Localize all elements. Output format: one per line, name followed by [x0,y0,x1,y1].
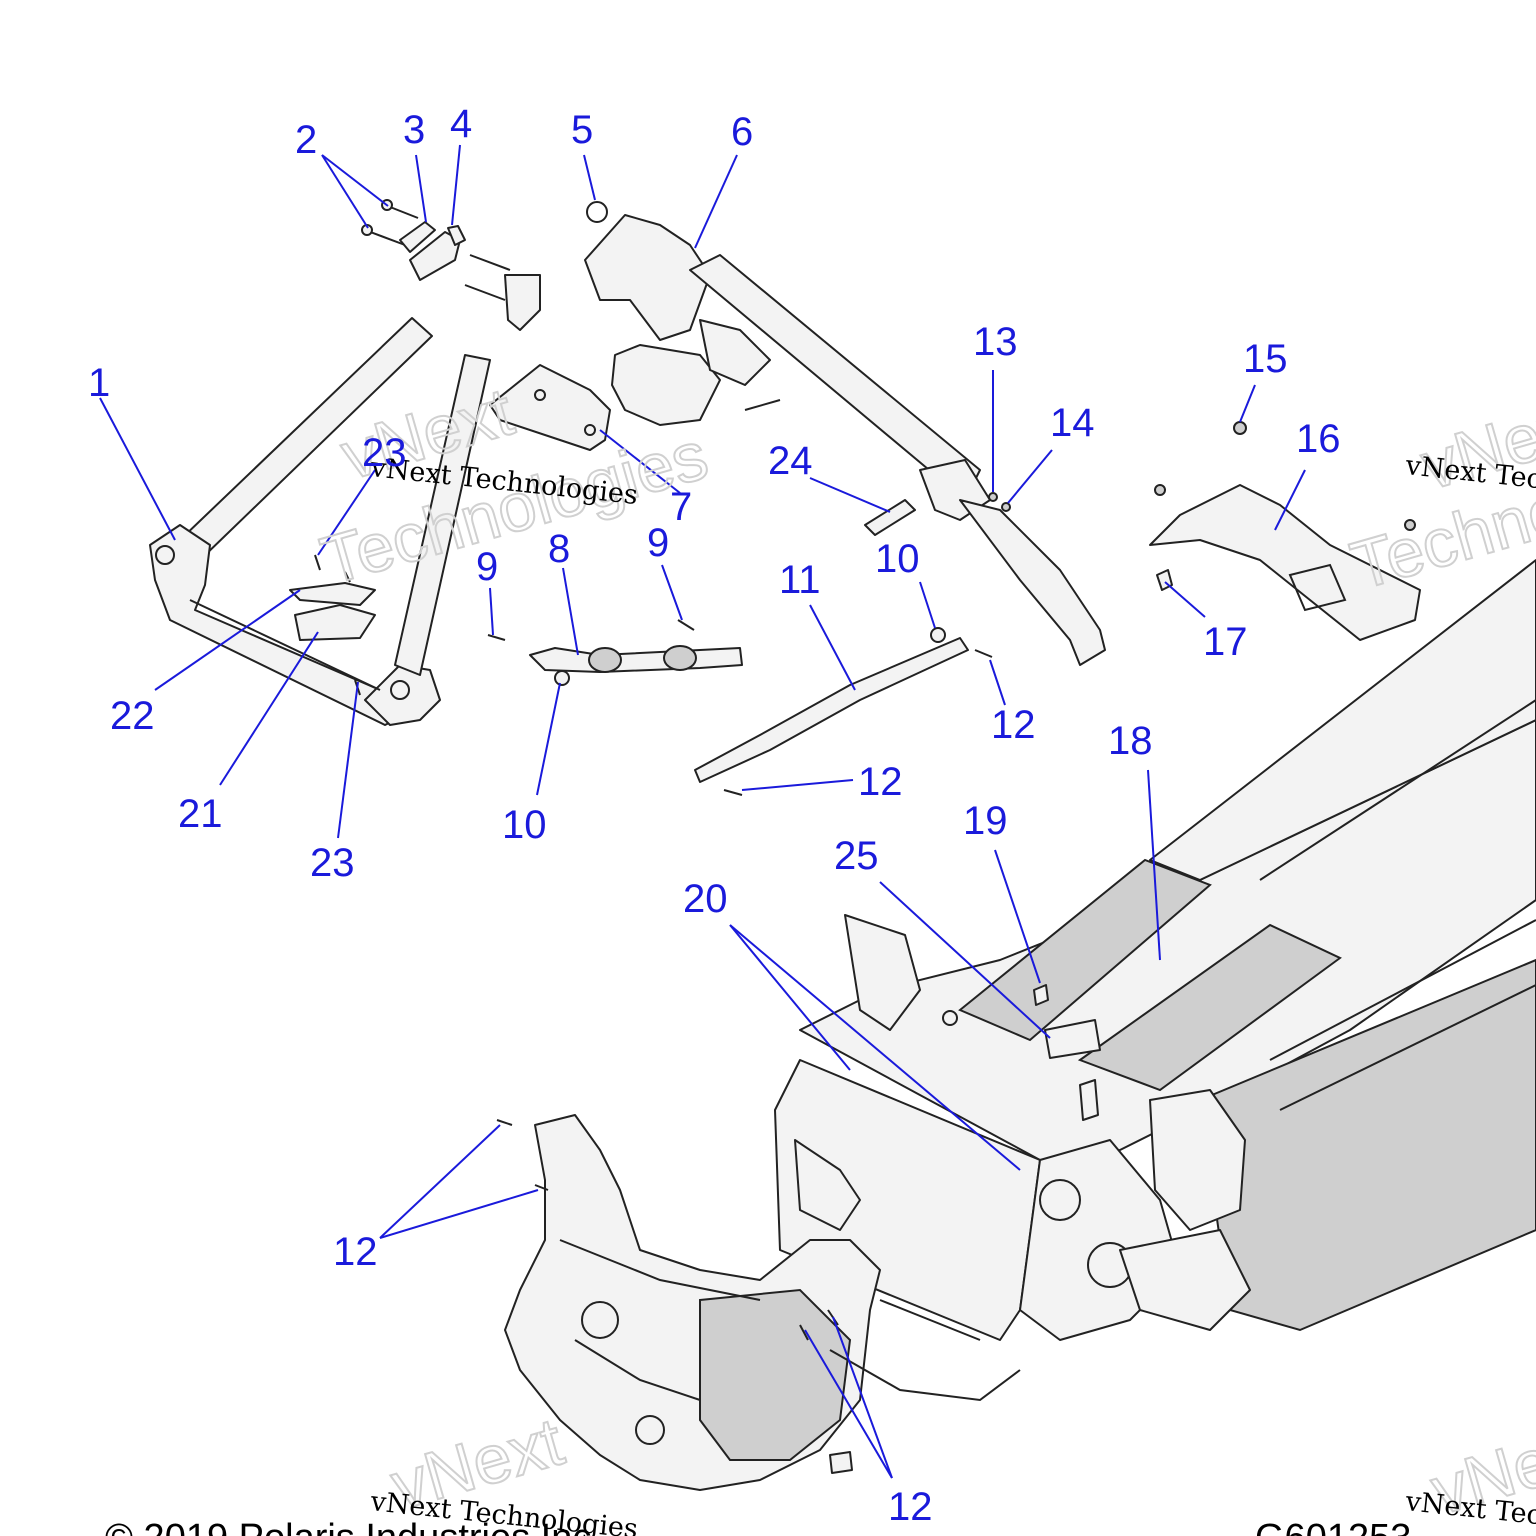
copyright-text: © 2019 Polaris Industries Inc. [105,1517,602,1536]
callout-8: 8 [548,527,570,571]
callout-23b: 23 [310,841,355,885]
callout-13: 13 [973,320,1018,364]
callout-9b: 9 [647,521,669,565]
callout-22: 22 [110,694,155,738]
callout-9a: 9 [476,545,498,589]
rear-strut [394,354,491,676]
callout-14: 14 [1050,401,1095,445]
callout-23a: 23 [362,431,407,475]
callout-19: 19 [963,799,1008,843]
callout-3: 3 [403,108,425,152]
part-1-strut-assembly [149,317,441,726]
part-6-upper-frame [584,214,1106,666]
callout-24: 24 [768,439,813,483]
callout-12b: 12 [858,760,903,804]
callout-1: 1 [88,361,110,405]
part-18-chassis [774,559,1536,1341]
part-5-clip [586,201,608,223]
figure-id: G601253 [1255,1517,1411,1536]
part-2-3-4-brackets [361,199,541,331]
callout-18: 18 [1108,719,1153,763]
callout-10a: 10 [875,537,920,581]
part-8-tie-rod [529,645,743,686]
hardware-13-14-24 [864,492,1011,536]
callout-20: 20 [683,877,728,921]
callout-4: 4 [450,102,472,146]
callout-labels: 1 2 3 4 5 6 7 8 9 9 10 10 11 12 12 12 12… [88,102,1341,1529]
callout-12c: 12 [333,1230,378,1274]
callout-6: 6 [731,110,753,154]
leader-lines [99,144,1306,1479]
callout-25: 25 [834,834,879,878]
part-11-drag-link [694,627,993,796]
callout-7: 7 [670,485,692,529]
callout-17: 17 [1203,620,1248,664]
part-7-plate [489,364,611,451]
callout-16: 16 [1296,417,1341,461]
front-bulkhead [496,1114,1021,1491]
callout-15: 15 [1243,337,1288,381]
callout-10b: 10 [502,803,547,847]
callout-12d: 12 [888,1485,933,1529]
callout-2: 2 [295,118,317,162]
callout-11: 11 [779,558,821,602]
part-21-22-23-mounts [289,554,376,696]
callout-12a: 12 [991,703,1036,747]
footer: © 2019 Polaris Industries Inc. G601253 [105,1517,1411,1536]
callout-21: 21 [178,792,223,836]
part-9-bolts [487,619,695,641]
callout-5: 5 [571,108,593,152]
line-art [149,199,1536,1491]
